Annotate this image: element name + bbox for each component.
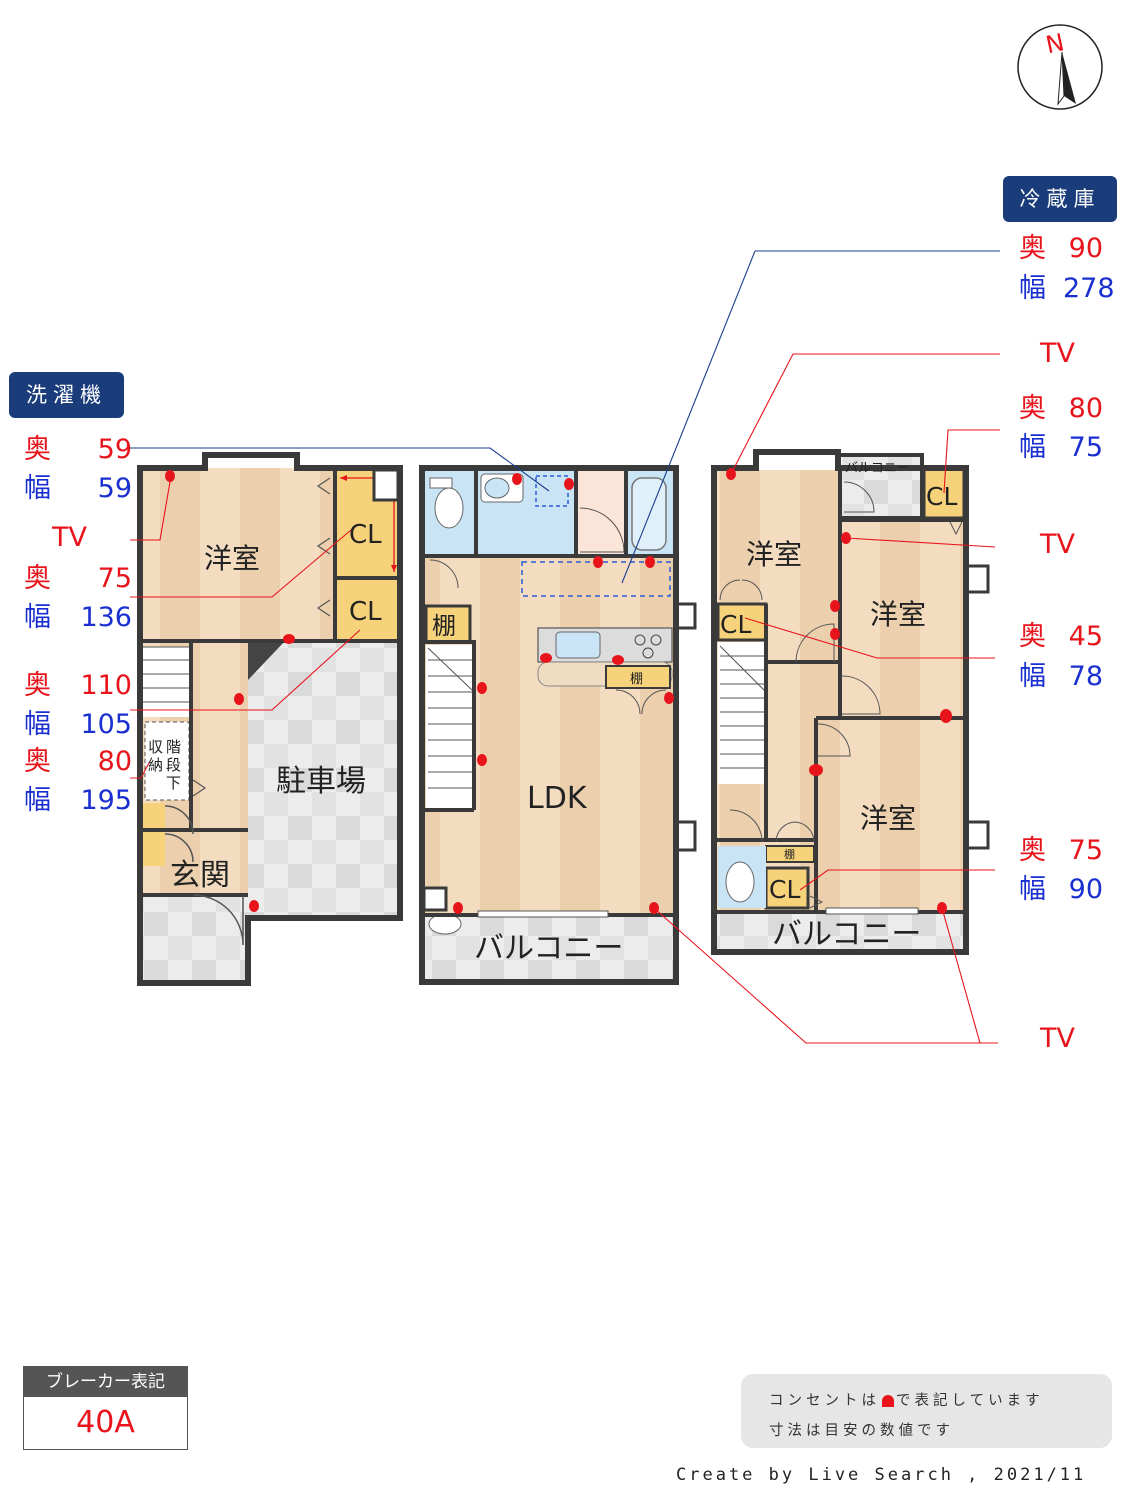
- outlet-markers: [165, 468, 952, 914]
- washer-tag: 洗濯機: [9, 372, 124, 418]
- legend-note-line-2: 寸法は目安の数値です: [769, 1423, 954, 1439]
- room-label-cl-1: CL: [349, 520, 382, 550]
- room-label-f3-small-shelf: 棚: [784, 847, 795, 861]
- room-label-f3-balcony-small: バルコニー: [845, 461, 910, 476]
- closet-2: [335, 580, 398, 641]
- under-stairs-char-4: 納: [148, 756, 163, 774]
- room-label-ldk: LDK: [527, 781, 588, 816]
- legend-note: コンセントはで表記しています 寸法は目安の数値です: [741, 1374, 1112, 1448]
- under-stairs-char-1: 階: [166, 738, 181, 756]
- room-label-f2-small-shelf: 棚: [630, 672, 643, 687]
- tv-2-label: TV: [1040, 338, 1075, 369]
- room-label-cl-5: CL: [769, 875, 800, 904]
- breaker-header: ブレーカー表記: [24, 1367, 187, 1397]
- room-label-f3-western-1: 洋室: [746, 538, 802, 571]
- room-label-f3-western-3: 洋室: [860, 802, 916, 835]
- outlet-marker-icon: [882, 1395, 894, 1407]
- room-label-f1-western: 洋室: [204, 542, 260, 575]
- tv-1-label: TV: [52, 522, 87, 553]
- room-label-cl-3: CL: [926, 482, 957, 511]
- credit-text: Create by Live Search , 2021/11: [676, 1465, 1087, 1485]
- floor-2: 棚 棚 LDK バルコニー: [419, 465, 697, 985]
- room-label-f3-western-2: 洋室: [870, 598, 926, 631]
- floor-3: 洋室 洋室 洋室 CL CL CL バルコニー 棚 バルコニー: [711, 449, 990, 955]
- parking-area: [248, 641, 398, 918]
- tv-3-label: TV: [1040, 529, 1075, 560]
- under-stairs-char-5: 下: [166, 774, 181, 792]
- under-stairs-char-2: 収: [148, 738, 163, 756]
- breaker-value: 40A: [76, 1405, 135, 1440]
- room-label-entrance: 玄関: [170, 858, 230, 893]
- room-label-f2-balcony: バルコニー: [474, 931, 623, 966]
- legend-note-line-1: コンセントはで表記しています: [769, 1393, 1044, 1409]
- floor-1: 洋室 CL CL 駐車場 玄関 階 収 段 納 下: [137, 452, 403, 986]
- tv-4-label: TV: [1040, 1023, 1075, 1054]
- fridge-tag: 冷蔵庫: [1003, 176, 1117, 222]
- compass-north-label: N: [1043, 28, 1066, 59]
- room-label-cl-2: CL: [349, 597, 382, 627]
- compass: N: [1017, 24, 1103, 110]
- breaker-box: ブレーカー表記 40A: [23, 1366, 188, 1450]
- room-label-cl-4: CL: [720, 610, 751, 639]
- leader-lines: [130, 250, 1000, 1044]
- room-label-parking: 駐車場: [276, 764, 366, 799]
- room-label-f2-shelf: 棚: [432, 612, 456, 640]
- under-stairs-char-3: 段: [166, 756, 181, 774]
- room-label-f3-balcony: バルコニー: [772, 917, 921, 952]
